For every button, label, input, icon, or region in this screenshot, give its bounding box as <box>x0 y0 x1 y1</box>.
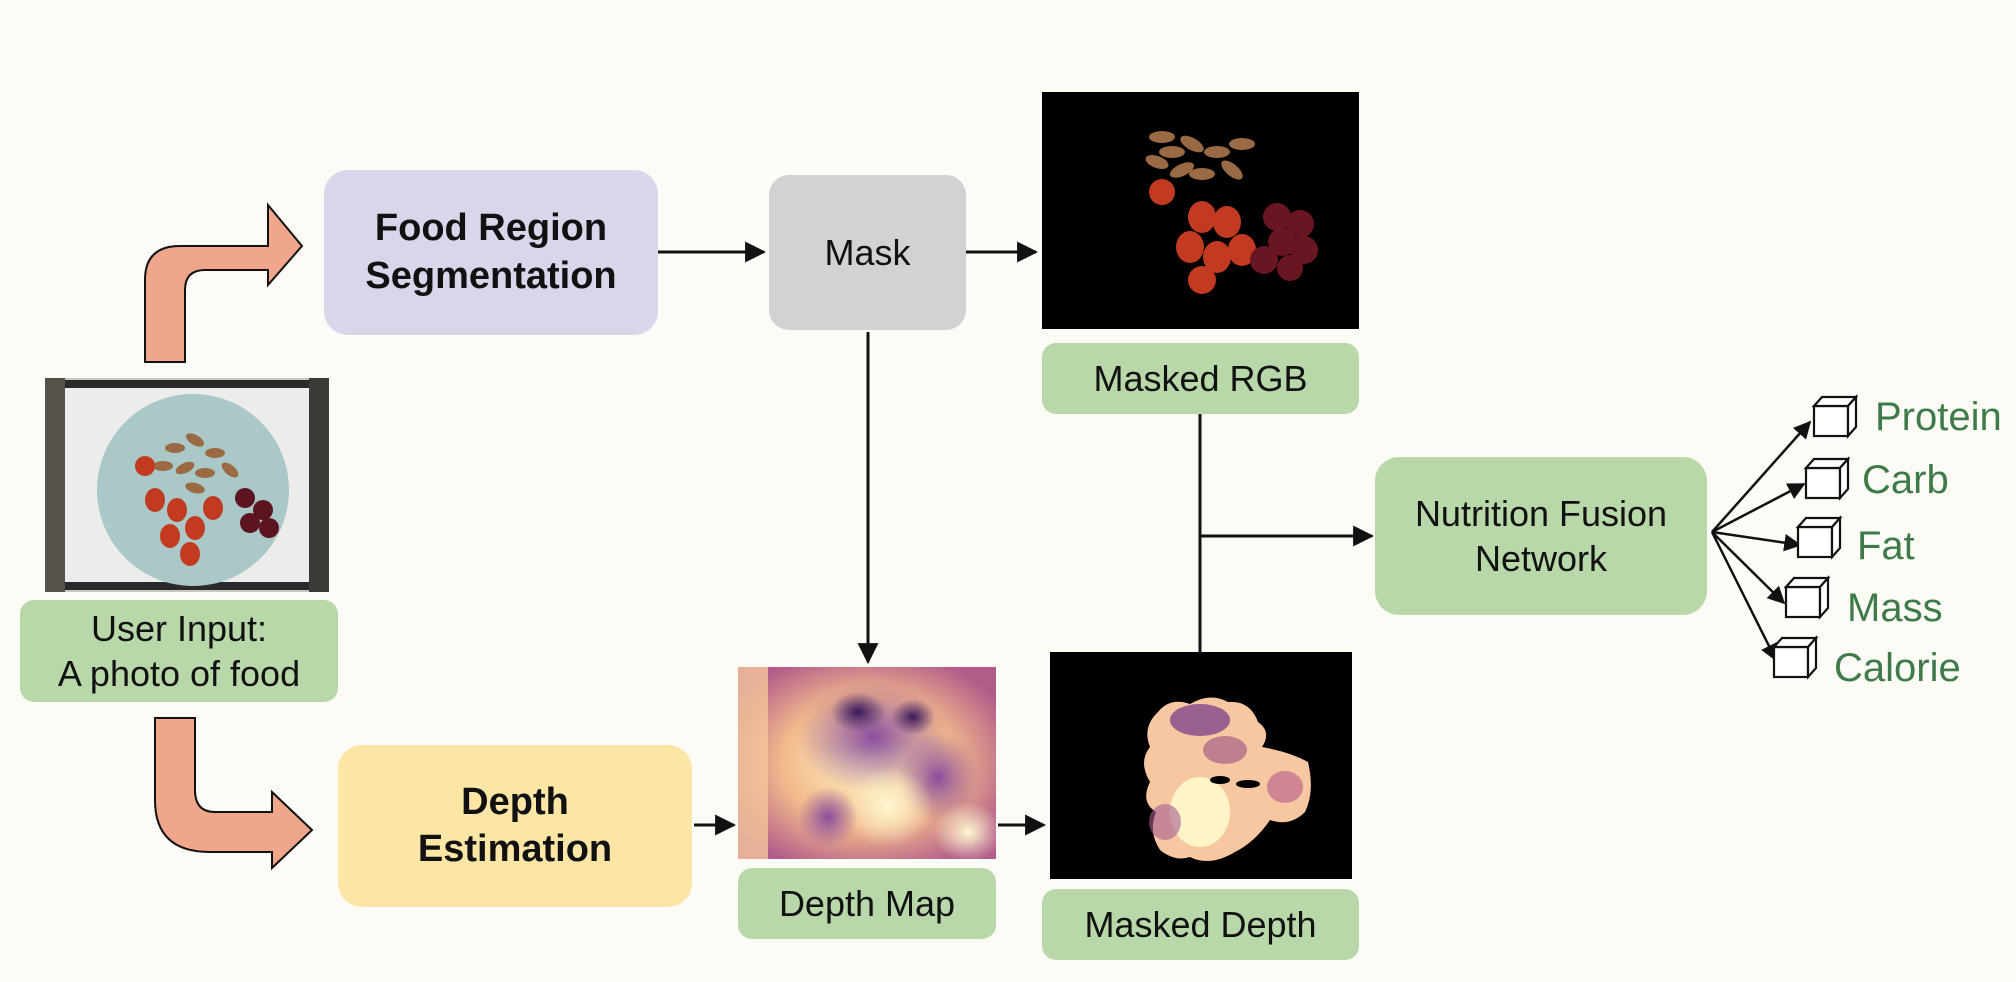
cube-icon-mass <box>1783 575 1831 620</box>
food-photo <box>45 378 329 592</box>
masked-depth-label: Masked Depth <box>1042 889 1359 960</box>
output-fat: Fat <box>1857 524 1915 568</box>
output-protein: Protein <box>1875 395 2002 439</box>
cube-icon-calorie <box>1771 635 1819 680</box>
arrow-to-protein <box>1711 420 1812 533</box>
depth-estimation-box: Depth Estimation <box>338 745 692 907</box>
masked-rgb-image <box>1042 92 1359 329</box>
arrow-to-fat <box>1711 530 1802 552</box>
food-region-segmentation-box: Food Region Segmentation <box>324 170 658 335</box>
arrow-to-mass <box>1711 531 1786 605</box>
cube-icon-protein <box>1811 394 1859 439</box>
output-carb: Carb <box>1862 458 1949 502</box>
arrow-to-carb <box>1711 482 1806 534</box>
cube-icon-fat <box>1795 515 1843 560</box>
masked-rgb-label: Masked RGB <box>1042 343 1359 414</box>
masked-depth-image <box>1050 652 1352 879</box>
user-input-label: User Input: A photo of food <box>20 600 338 702</box>
arrow-to-calorie <box>1710 531 1778 662</box>
nutrition-fusion-network-box: Nutrition Fusion Network <box>1375 457 1707 615</box>
cube-icon-carb <box>1803 456 1851 501</box>
output-calorie: Calorie <box>1834 646 1961 690</box>
depth-map-image <box>738 667 996 859</box>
curved-arrow-up <box>144 202 304 363</box>
curved-arrow-down <box>154 717 314 871</box>
output-mass: Mass <box>1847 586 1943 630</box>
depth-map-label: Depth Map <box>738 868 996 939</box>
mask-box: Mask <box>769 175 966 330</box>
